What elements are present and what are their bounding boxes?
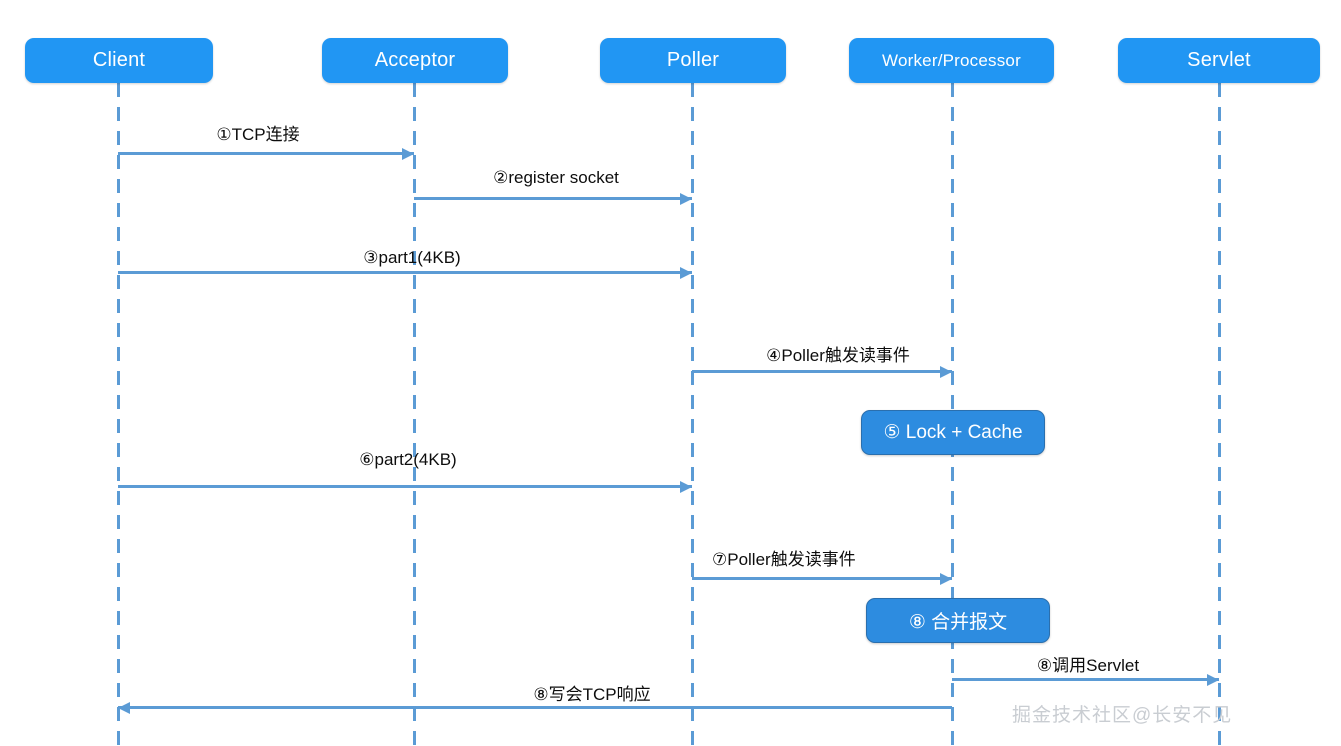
message-line-3 [118, 271, 692, 274]
message-label-4: ④Poller触发读事件 [766, 346, 910, 365]
message-arrowhead-4 [940, 365, 952, 378]
lifeline-servlet [1218, 83, 1221, 746]
participant-label: Servlet [1187, 49, 1251, 71]
message-arrowhead-8 [118, 701, 130, 714]
message-line-1 [118, 152, 414, 155]
message-label-7: ⑧调用Servlet [1036, 656, 1140, 675]
message-line-4 [692, 370, 952, 373]
message-line-2 [414, 197, 692, 200]
message-label-8: ⑧写会TCP响应 [533, 685, 651, 704]
lifeline-client [117, 83, 120, 746]
participant-poller[interactable]: Poller [600, 38, 786, 83]
message-label-1: ①TCP连接 [216, 125, 300, 144]
message-arrowhead-3 [680, 266, 692, 279]
message-line-7 [952, 678, 1219, 681]
lifeline-poller [691, 83, 694, 746]
message-label-3: ③part1(4KB) [363, 248, 461, 267]
message-line-6 [692, 577, 952, 580]
participant-label: Acceptor [374, 49, 456, 71]
action-box-label: ⑧ 合并报文 [908, 612, 1008, 633]
lifeline-acceptor [413, 83, 416, 746]
action-box-label: ⑤ Lock + Cache [883, 422, 1023, 443]
participant-servlet[interactable]: Servlet [1118, 38, 1320, 83]
participant-label: Worker/Processor [882, 50, 1021, 70]
participant-worker[interactable]: Worker/Processor [849, 38, 1054, 83]
participant-client[interactable]: Client [25, 38, 213, 83]
message-line-5 [118, 485, 692, 488]
participant-label: Poller [666, 49, 720, 71]
message-arrowhead-2 [680, 192, 692, 205]
message-arrowhead-5 [680, 480, 692, 493]
message-label-2: ②register socket [493, 168, 619, 187]
message-arrowhead-6 [940, 572, 952, 585]
action-box-merge-packet[interactable]: ⑧ 合并报文 [866, 598, 1050, 643]
message-line-8 [118, 706, 952, 709]
message-label-6: ⑦Poller触发读事件 [712, 550, 856, 569]
action-box-lock-cache[interactable]: ⑤ Lock + Cache [861, 410, 1045, 455]
participant-label: Client [92, 49, 146, 71]
message-arrowhead-7 [1207, 673, 1219, 686]
message-arrowhead-1 [402, 147, 414, 160]
watermark: 掘金技术社区@长安不见 [1012, 705, 1233, 726]
message-label-5: ⑥part2(4KB) [359, 450, 457, 469]
participant-acceptor[interactable]: Acceptor [322, 38, 508, 83]
